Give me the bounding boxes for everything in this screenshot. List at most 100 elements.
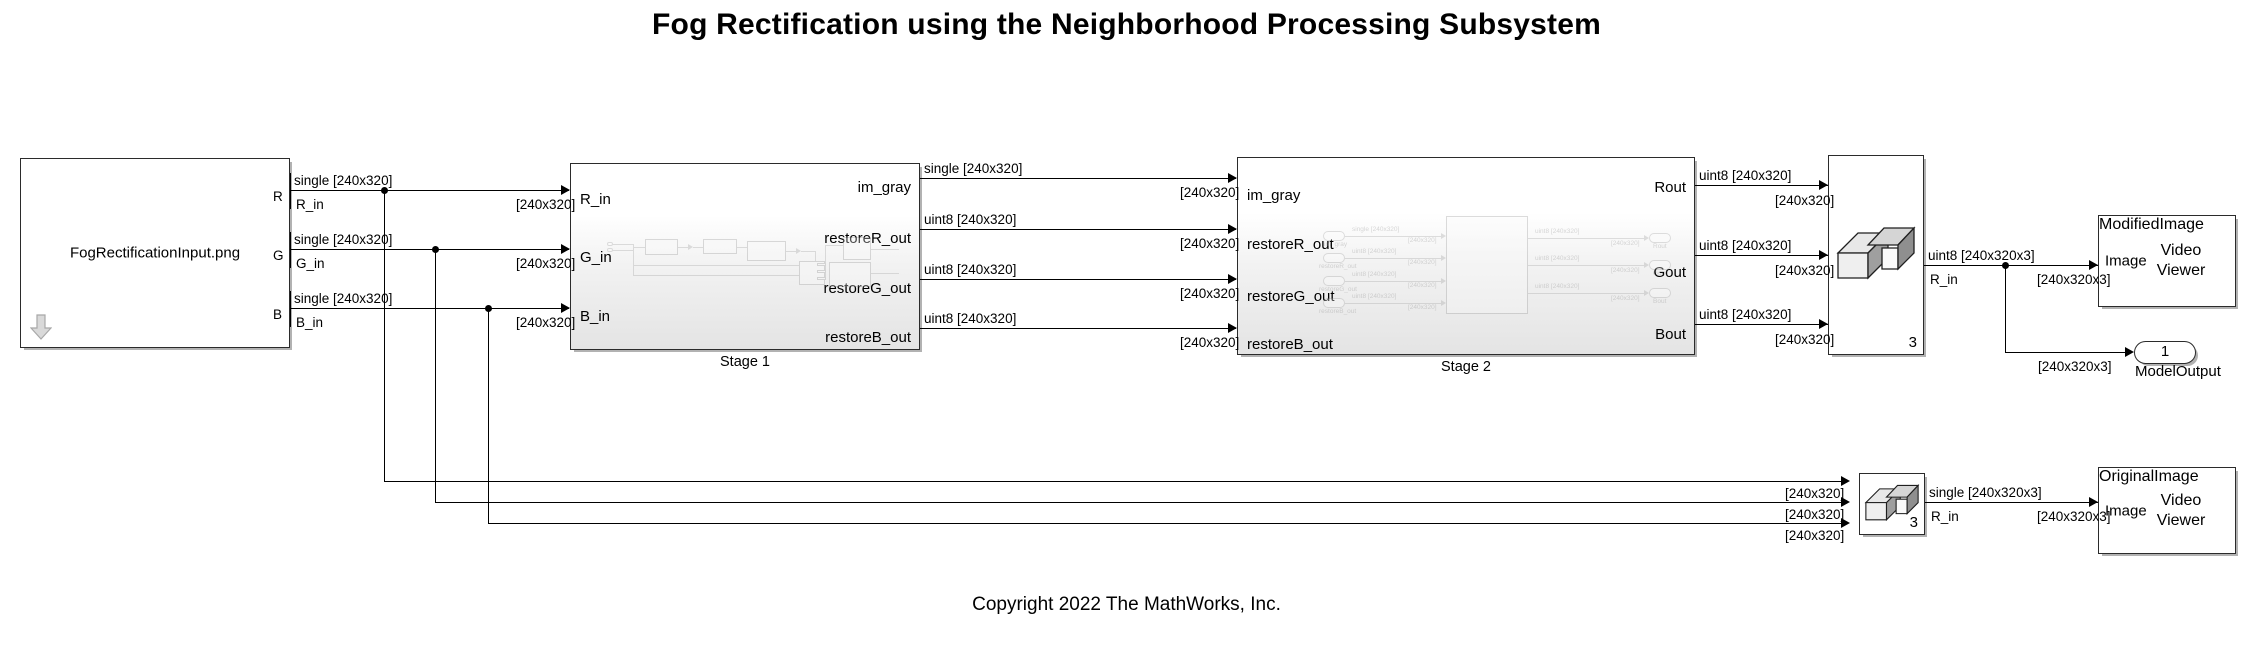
arrow-stage2-restoreb xyxy=(1228,323,1237,333)
arrow-stage1-b-in xyxy=(561,303,570,313)
stage2-inner-out-signal-0: uint8 [240x320] xyxy=(1535,228,1580,235)
stage2-inner-out-signal-2: uint8 [240x320] xyxy=(1535,283,1580,290)
dims-stage1-b-in: [240x320] xyxy=(516,315,576,330)
signal-restorer: uint8 [240x320] xyxy=(924,212,1017,227)
stage2-inner-outport-0-label: Rout xyxy=(1653,243,1667,250)
stage2-inner-in-dim-1: [240x320] xyxy=(1408,259,1437,266)
stage2-inner-outport-2-label: Bout xyxy=(1653,298,1667,305)
dims-model-output: [240x320x3] xyxy=(2038,359,2112,374)
dims-concat-original-3: [240x320] xyxy=(1785,528,1845,543)
wire-restorer[interactable] xyxy=(920,229,1236,230)
wirelabel-concat-modified: R_in xyxy=(1930,272,1958,287)
wire-rout[interactable] xyxy=(1695,185,1828,186)
stage1-subsystem[interactable]: Stage 1 R_in G_in B_in im_gray restoreR_… xyxy=(570,163,920,370)
stage2-inner-out-dim-2: [240x320] xyxy=(1611,295,1640,302)
signal-restoreb: uint8 [240x320] xyxy=(924,311,1017,326)
signal-restoreg: uint8 [240x320] xyxy=(924,262,1017,277)
stage1-inner-preview xyxy=(607,237,899,287)
wire-original-b[interactable] xyxy=(488,523,1848,524)
concat-modified-dim: 3 xyxy=(1908,334,1917,351)
wire-tick-b xyxy=(290,291,291,327)
signal-rout: uint8 [240x320] xyxy=(1699,168,1792,183)
wire-original-g[interactable] xyxy=(435,502,1848,503)
stage2-inner-in-signal-2: uint8 [240x320] xyxy=(1352,271,1397,278)
wire-concat-to-viewer-original[interactable] xyxy=(1925,502,2098,503)
wire-imgray[interactable] xyxy=(920,178,1236,179)
arrow-stage2-restorer xyxy=(1228,224,1237,234)
wire-original-r[interactable] xyxy=(384,481,1848,482)
arrow-concat-original-3 xyxy=(1841,518,1850,528)
stage2-inner-out-signal-1: uint8 [240x320] xyxy=(1535,255,1580,262)
viewer-original-port-label: Image xyxy=(2105,502,2147,519)
signal-source-g: single [240x320] xyxy=(294,232,393,247)
stage1-outport-imgray-label: im_gray xyxy=(857,179,911,196)
wire-to-model-output[interactable] xyxy=(2005,352,2125,353)
stage2-caption: Stage 2 xyxy=(1441,359,1491,375)
viewer-modified-line1: Video xyxy=(2160,242,2202,259)
stage2-inner-in-signal-1: uint8 [240x320] xyxy=(1352,248,1397,255)
wire-concat-to-viewer-modified[interactable] xyxy=(1924,265,2098,266)
stage2-outport-bout-label: Bout xyxy=(1655,326,1686,343)
copyright-text: Copyright 2022 The MathWorks, Inc. xyxy=(972,594,1281,615)
dims-concat-original-2: [240x320] xyxy=(1785,507,1845,522)
wirelabel-source-r: R_in xyxy=(296,197,324,212)
stage2-inner-in-signal-0: single [240x320] xyxy=(1352,226,1400,233)
arrow-concat-rout xyxy=(1819,180,1828,190)
arrow-viewer-modified xyxy=(2089,260,2098,270)
model-output-caption: ModelOutput xyxy=(2135,363,2221,380)
concat-original-dim: 3 xyxy=(1909,514,1918,531)
viewer-modified-line2: Viewer xyxy=(2156,262,2206,279)
dims-concat-rout: [240x320] xyxy=(1775,193,1835,208)
video-viewer-original[interactable]: Image Video Viewer OriginalImage xyxy=(2098,467,2236,554)
wire-source-r-to-stage1[interactable] xyxy=(290,190,569,191)
branch-drop-r xyxy=(384,190,385,481)
signal-concat-modified: uint8 [240x320x3] xyxy=(1928,248,2035,263)
viewer-modified-port-label: Image xyxy=(2105,252,2147,270)
viewer-modified-caption: ModifiedImage xyxy=(2099,216,2204,233)
wire-tick-g xyxy=(290,232,291,268)
wire-restoreb[interactable] xyxy=(920,328,1236,329)
source-port-R: R xyxy=(273,189,283,204)
wire-bout[interactable] xyxy=(1695,324,1828,325)
viewer-original-line1: Video xyxy=(2160,491,2202,509)
signal-source-r: single [240x320] xyxy=(294,173,393,188)
stage1-outport-restoreg-label: restoreG_out xyxy=(823,280,911,297)
model-output-port[interactable]: 1 ModelOutput xyxy=(2134,341,2221,380)
dims-viewer-original: [240x320x3] xyxy=(2037,509,2111,524)
stage2-inner-out-dim-1: [240x320] xyxy=(1611,267,1640,274)
signal-imgray: single [240x320] xyxy=(924,161,1023,176)
matrix-concatenate-original[interactable]: 3 xyxy=(1859,473,1925,535)
image-source-label: FogRectificationInput.png xyxy=(69,244,241,262)
dims-concat-bout: [240x320] xyxy=(1775,332,1835,347)
stage2-inport-restorer-label: restoreR_out xyxy=(1247,236,1334,253)
dims-concat-original-1: [240x320] xyxy=(1785,486,1845,501)
wirelabel-source-g: G_in xyxy=(296,256,325,271)
stage2-inner-inport-3-label: restoreB_out xyxy=(1319,308,1357,315)
stage2-inner-in-dim-3: [240x320] xyxy=(1408,304,1437,311)
stage2-inport-restoreg-label: restoreG_out xyxy=(1247,288,1335,305)
stage2-subsystem[interactable]: Stage 2 im_gray restoreR_out restoreG_ou… xyxy=(1237,157,1695,375)
stage2-inner-in-dim-0: [240x320] xyxy=(1408,237,1437,244)
wire-gout[interactable] xyxy=(1695,255,1828,256)
video-viewer-modified[interactable]: Image Video Viewer ModifiedImage xyxy=(2098,215,2236,307)
dims-stage2-restorer: [240x320] xyxy=(1180,236,1240,251)
arrow-concat-bout xyxy=(1819,319,1828,329)
wire-source-g-to-stage1[interactable] xyxy=(290,249,569,250)
source-port-G: G xyxy=(273,248,284,263)
concat-cube-icon xyxy=(1836,226,1916,280)
page-title: Fog Rectification using the Neighborhood… xyxy=(652,8,1601,41)
stage1-inport-g-label: G_in xyxy=(580,249,612,266)
arrow-stage2-imgray xyxy=(1228,173,1237,183)
wire-drop-model-output xyxy=(2005,265,2006,352)
signal-bout: uint8 [240x320] xyxy=(1699,307,1792,322)
matrix-concatenate-modified[interactable]: 3 xyxy=(1828,155,1924,355)
stage2-inner-in-signal-3: uint8 [240x320] xyxy=(1352,293,1397,300)
download-arrow-icon xyxy=(30,314,52,340)
stage2-inner-inport-1-label: restoreR_out xyxy=(1319,263,1357,270)
dims-stage2-restoreg: [240x320] xyxy=(1180,286,1240,301)
wire-restoreg[interactable] xyxy=(920,279,1236,280)
wire-source-b-to-stage1[interactable] xyxy=(290,308,569,309)
image-source-block[interactable]: FogRectificationInput.png xyxy=(20,158,290,348)
dims-concat-gout: [240x320] xyxy=(1775,263,1835,278)
stage2-inner-inport-0-label: im_gray xyxy=(1324,241,1348,248)
